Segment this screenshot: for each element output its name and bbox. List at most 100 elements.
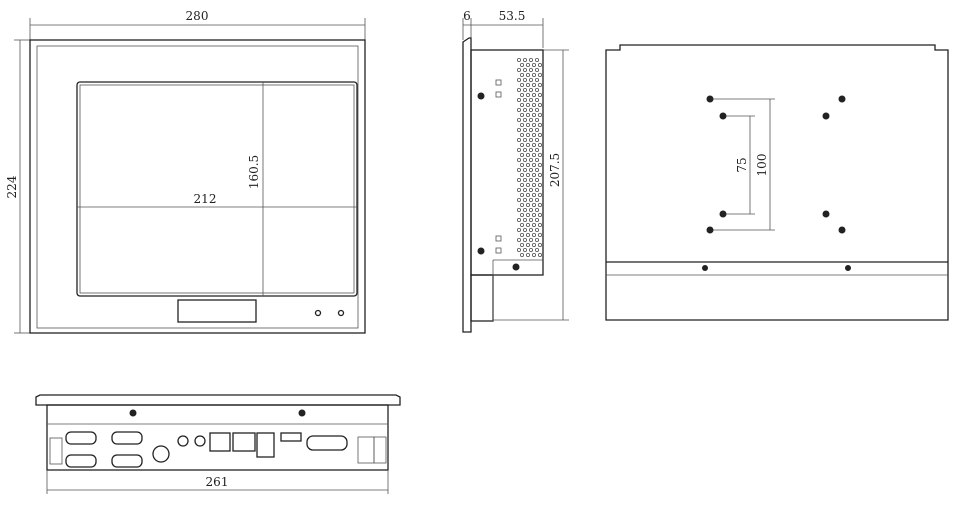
vent-hole [526, 172, 531, 177]
vent-hole [538, 202, 543, 207]
vent-hole [535, 108, 540, 113]
vent-hole [535, 137, 540, 142]
vent-hole [520, 242, 525, 247]
vent-hole [523, 78, 528, 83]
vent-hole [529, 207, 534, 212]
vent-hole [535, 207, 540, 212]
vent-hole [538, 142, 543, 147]
vent-hole [517, 187, 522, 192]
vent-hole [523, 58, 528, 63]
vent-hole [517, 157, 522, 162]
vent-hole [532, 83, 537, 88]
vent-hole [520, 182, 525, 187]
vent-hole [535, 247, 540, 252]
vent-hole [529, 167, 534, 172]
vent-hole [523, 197, 528, 202]
vent-hole [529, 197, 534, 202]
vent-hole [526, 142, 531, 147]
vent-hole [517, 247, 522, 252]
vent-hole [538, 83, 543, 88]
screw-icon [512, 263, 520, 271]
vent-hole [532, 132, 537, 137]
vent-hole [532, 113, 537, 118]
vent-hole [535, 177, 540, 182]
vent-hole [535, 98, 540, 103]
vent-hole [520, 192, 525, 197]
vent-hole [532, 172, 537, 177]
vent-hole [538, 113, 543, 118]
vent-hole [526, 252, 531, 257]
screen-height-label: 160.5 [247, 155, 261, 189]
bezel-depth-label: 6 [463, 9, 471, 23]
vent-hole [520, 162, 525, 167]
vent-hole [526, 202, 531, 207]
vent-hole [526, 212, 531, 217]
vent-hole [535, 157, 540, 162]
vent-hole [517, 177, 522, 182]
vent-hole [532, 242, 537, 247]
front-width-label: 280 [186, 9, 209, 23]
vent-hole [520, 222, 525, 227]
vent-hole [523, 137, 528, 142]
vent-hole [517, 147, 522, 152]
vent-hole [529, 98, 534, 103]
vent-hole [517, 108, 522, 113]
vent-hole [529, 118, 534, 123]
vent-hole [529, 108, 534, 113]
vent-hole [535, 237, 540, 242]
vent-hole [538, 63, 543, 68]
vent-hole [538, 252, 543, 257]
vent-hole [520, 212, 525, 217]
vent-hole [526, 162, 531, 167]
vent-hole [538, 192, 543, 197]
vent-hole [529, 217, 534, 222]
vent-hole [517, 58, 522, 63]
vesa-outer-label: 100 [755, 154, 769, 177]
vent-hole [529, 247, 534, 252]
vent-hole [532, 142, 537, 147]
vent-hole [520, 83, 525, 88]
vent-hole [529, 68, 534, 73]
screw-icon [298, 409, 306, 417]
vent-hole [529, 177, 534, 182]
vent-hole [526, 113, 531, 118]
vent-hole [523, 207, 528, 212]
vent-hole [529, 227, 534, 232]
vent-hole [517, 118, 522, 123]
vent-hole [517, 98, 522, 103]
vent-hole [532, 73, 537, 78]
vent-hole [535, 88, 540, 93]
vent-hole [532, 202, 537, 207]
vent-hole [538, 232, 543, 237]
vent-hole [538, 162, 543, 167]
vent-hole [535, 127, 540, 132]
vent-hole [520, 103, 525, 108]
vent-hole [538, 172, 543, 177]
vent-hole [517, 68, 522, 73]
vent-hole [523, 108, 528, 113]
vent-hole [529, 147, 534, 152]
vent-hole [526, 123, 531, 128]
vent-hole [520, 252, 525, 257]
body-depth-label: 53.5 [499, 9, 526, 23]
vent-hole [526, 83, 531, 88]
vent-hole [526, 242, 531, 247]
vent-hole [520, 63, 525, 68]
vent-hole [523, 127, 528, 132]
vent-hole [517, 197, 522, 202]
vent-hole [538, 212, 543, 217]
vent-hole [538, 103, 543, 108]
vent-hole [517, 137, 522, 142]
front-badge-plate [177, 299, 257, 323]
vent-hole [535, 78, 540, 83]
vent-hole [517, 207, 522, 212]
vent-hole [538, 182, 543, 187]
vent-hole [526, 152, 531, 157]
indicator-led [314, 309, 322, 317]
vent-hole [538, 123, 543, 128]
io-ports [49, 431, 387, 468]
vent-hole [523, 147, 528, 152]
vesa-inner-label: 75 [735, 157, 749, 172]
vent-hole [520, 93, 525, 98]
side-view: 6 53.5 207.5 [462, 9, 569, 333]
